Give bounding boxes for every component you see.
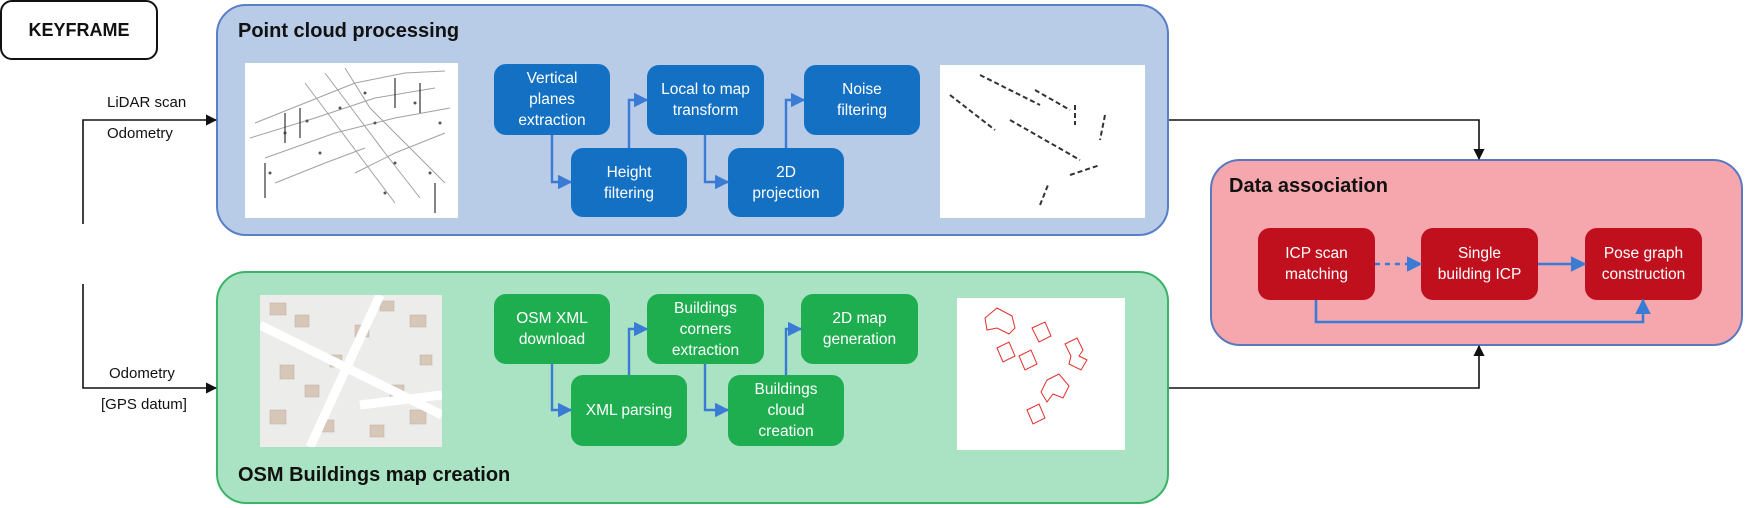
buildings-cloud-creation-step: Buildings cloud creation: [728, 375, 844, 446]
single-building-icp-step: Single building ICP: [1421, 228, 1538, 300]
icp-scan-matching-step: ICP scan matching: [1258, 228, 1375, 300]
keyframe-to-pointcloud-arrow: [82, 114, 218, 224]
2d-segments-output-image: [940, 65, 1145, 218]
xml-parsing-step: XML parsing: [571, 375, 687, 446]
keyframe-box: KEYFRAME: [0, 0, 158, 60]
height-filtering-step: Height filtering: [571, 148, 687, 217]
pointcloud-to-association-arrow: [1169, 119, 1485, 161]
buildings-corners-extraction-step: Buildings corners extraction: [647, 294, 764, 364]
noise-filtering-step: Noise filtering: [804, 65, 920, 135]
pose-graph-construction-step: Pose graph construction: [1585, 228, 1702, 300]
odometry-top-label: Odometry: [107, 125, 173, 142]
2d-projection-step: 2D projection: [728, 148, 844, 217]
odometry-bottom-label: Odometry: [109, 365, 175, 382]
lidar-scan-label: LiDAR scan: [107, 94, 187, 111]
vertical-planes-extraction-step: Vertical planes extraction: [494, 64, 610, 135]
local-to-map-transform-step: Local to map transform: [647, 65, 764, 135]
gps-datum-label: [GPS datum]: [101, 396, 187, 413]
point-cloud-panel-title: Point cloud processing: [238, 20, 460, 42]
2d-map-generation-step: 2D map generation: [801, 294, 918, 364]
osm-xml-download-step: OSM XML download: [494, 294, 610, 364]
building-outlines-output-image: [957, 298, 1125, 450]
data-association-panel-title: Data association: [1229, 175, 1388, 197]
osm-to-association-arrow: [1169, 344, 1485, 389]
lidar-point-cloud-image: [245, 63, 458, 218]
keyframe-to-osm-arrow: [82, 284, 218, 394]
osm-panel-title: OSM Buildings map creation: [238, 464, 511, 486]
osm-street-map-image: [260, 295, 442, 447]
